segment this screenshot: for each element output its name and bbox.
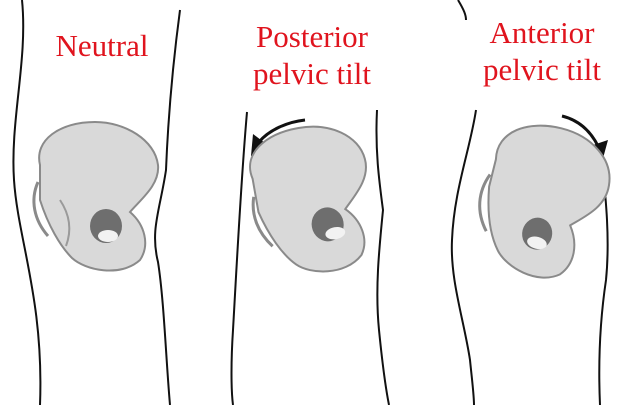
body-outline-front — [155, 10, 180, 405]
panel-anterior-tilt: Anterior pelvic tilt — [414, 0, 621, 405]
body-outline-back — [232, 112, 248, 405]
neutral-illustration — [0, 0, 207, 405]
panel-neutral: Neutral — [0, 0, 207, 405]
body-outline-front — [376, 110, 389, 405]
pelvis-bone — [465, 113, 620, 288]
pelvis-bone — [241, 118, 384, 283]
body-outline-back-lower — [452, 110, 476, 405]
anterior-illustration — [414, 0, 621, 405]
pelvis-bone — [34, 122, 158, 271]
posterior-illustration — [207, 0, 414, 405]
body-outline-back — [13, 0, 40, 405]
panel-posterior-tilt: Posterior pelvic tilt — [207, 0, 414, 405]
body-outline-back — [458, 0, 466, 20]
